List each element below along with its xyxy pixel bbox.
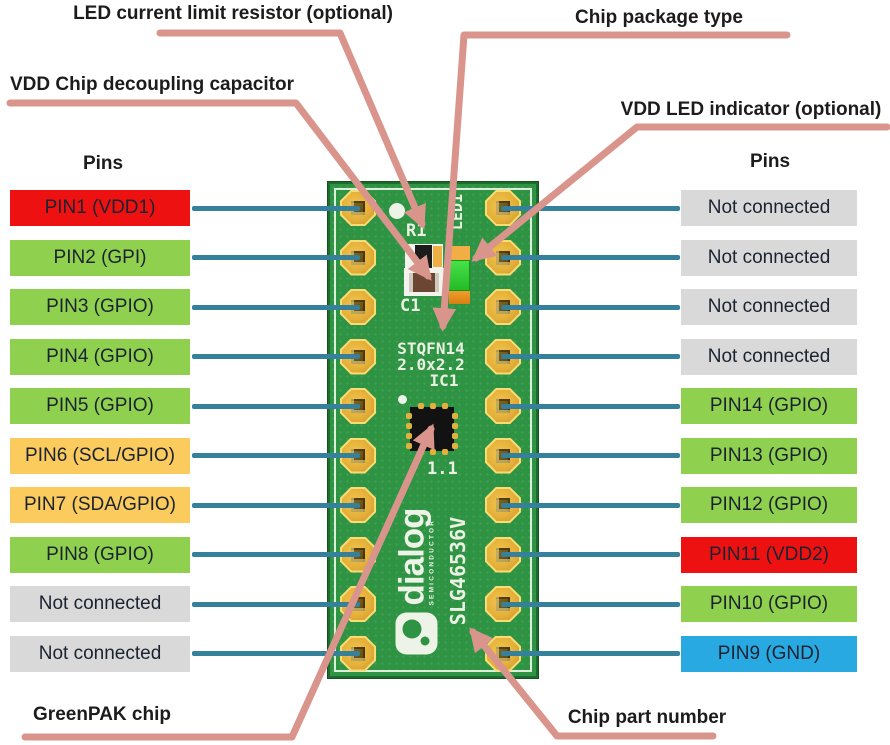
pin-label-right-1: Not connected [681, 190, 857, 226]
pin-label-right-3: Not connected [681, 289, 857, 325]
silkscreen-dot-ic1 [398, 395, 407, 404]
dialog-logo-word: dialog [392, 508, 432, 606]
connector-line-right-6 [501, 453, 680, 458]
pin-label-right-5: PIN14 (GPIO) [681, 388, 857, 424]
pin-label-left-3: PIN3 (GPIO) [10, 289, 190, 325]
annotation-led-resistor: LED current limit resistor (optional) [73, 3, 393, 24]
pin-label-left-8: PIN8 (GPIO) [10, 536, 190, 573]
pin-label-right-4: Not connected [681, 338, 857, 375]
r1-resistor [415, 245, 432, 268]
pin-label-right-6: PIN13 (GPIO) [681, 437, 857, 474]
chip-pin [418, 403, 424, 409]
connector-line-left-9 [192, 601, 360, 607]
connector-line-left-6 [192, 453, 360, 458]
chip-pin [452, 423, 458, 429]
chip-pin [406, 423, 412, 429]
pin-label-left-7: PIN7 (SDA/GPIO) [10, 487, 190, 523]
pin-label-left-6: PIN6 (SCL/GPIO) [10, 437, 190, 474]
connector-line-left-7 [192, 502, 360, 508]
connector-line-right-4 [501, 354, 680, 359]
connector-line-left-8 [192, 552, 360, 557]
package-size: 2.0x2.2 [397, 355, 465, 374]
led-solder-pad-top [449, 246, 470, 260]
connector-line-right-10 [501, 651, 680, 656]
pins-header-right: Pins [749, 151, 791, 172]
connector-line-right-8 [501, 552, 680, 557]
r1-solder-pad [433, 246, 442, 267]
greenpak-chip [406, 403, 458, 455]
connector-line-left-1 [192, 205, 360, 211]
chip-pin [406, 433, 412, 439]
dialog-logo-icon [395, 612, 438, 655]
pin-label-left-1: PIN1 (VDD1) [10, 190, 190, 226]
chip-pin [452, 443, 458, 449]
connector-line-left-3 [192, 304, 360, 310]
board-pad [340, 388, 376, 424]
pins-header-left: Pins [82, 153, 124, 174]
dialog-logo: dialog SEMICONDUCTOR [391, 500, 443, 655]
pin-label-right-7: PIN12 (GPIO) [681, 487, 857, 523]
pin-label-right-2: Not connected [681, 239, 857, 276]
led-solder-pad-bottom [449, 291, 470, 304]
c1-capacitor [413, 273, 435, 292]
chip-pin [406, 443, 412, 449]
connector-line-left-10 [192, 651, 360, 656]
annotation-vdd-led: VDD LED indicator (optional) [620, 99, 882, 120]
pin-label-left-9: Not connected [10, 586, 190, 622]
ic1-designator: IC1 [429, 371, 459, 390]
annotation-chip-part-number: Chip part number [567, 707, 727, 728]
pin-label-left-5: PIN5 (GPIO) [10, 388, 190, 424]
chip-pin [430, 449, 436, 455]
package-name: STQFN14 [397, 339, 465, 358]
connector-line-left-4 [192, 354, 360, 359]
c1-terminal-right [434, 273, 439, 292]
silkscreen-part-number: SLG46536V [446, 516, 470, 626]
pin-label-left-4: PIN4 (GPIO) [10, 338, 190, 375]
silkscreen-package-type: STQFN14 2.0x2.2 IC1 [371, 341, 491, 389]
annotation-greenpak-chip: GreenPAK chip [33, 704, 171, 725]
silkscreen-led1-label: LED1 [448, 193, 466, 231]
connector-line-right-1 [501, 205, 680, 211]
connector-line-left-5 [192, 403, 360, 409]
connector-line-right-3 [501, 304, 680, 310]
chip-pin [430, 403, 436, 409]
annotation-vdd-capacitor: VDD Chip decoupling capacitor [10, 74, 294, 95]
c1-terminal-left [409, 273, 414, 292]
chip-pin [452, 433, 458, 439]
pin-label-right-8: PIN11 (VDD2) [681, 536, 857, 573]
vdd-led [448, 260, 470, 291]
pin-label-left-10: Not connected [10, 635, 190, 672]
chip-pin [418, 449, 424, 455]
dialog-logo-subtext: SEMICONDUCTOR [428, 518, 436, 606]
chip-pin [442, 449, 448, 455]
chip-pin [442, 403, 448, 409]
silkscreen-version: 1.1 [427, 459, 458, 479]
silkscreen-dot-top [389, 203, 405, 219]
annotation-chip-package: Chip package type [575, 7, 743, 28]
pin-label-right-9: PIN10 (GPIO) [681, 586, 857, 622]
chip-pin [406, 413, 412, 419]
pin-label-left-2: PIN2 (GPI) [10, 239, 190, 276]
connector-line-right-7 [501, 502, 680, 508]
connector-line-left-2 [192, 255, 360, 260]
connector-line-right-5 [501, 403, 680, 409]
chip-pin [452, 413, 458, 419]
connector-line-right-2 [501, 255, 680, 260]
connector-line-right-9 [501, 601, 680, 607]
silkscreen-c1-label: C1 [400, 296, 421, 316]
pin-label-right-10: PIN9 (GND) [681, 635, 857, 672]
silkscreen-r1-label: R1 [406, 221, 427, 241]
